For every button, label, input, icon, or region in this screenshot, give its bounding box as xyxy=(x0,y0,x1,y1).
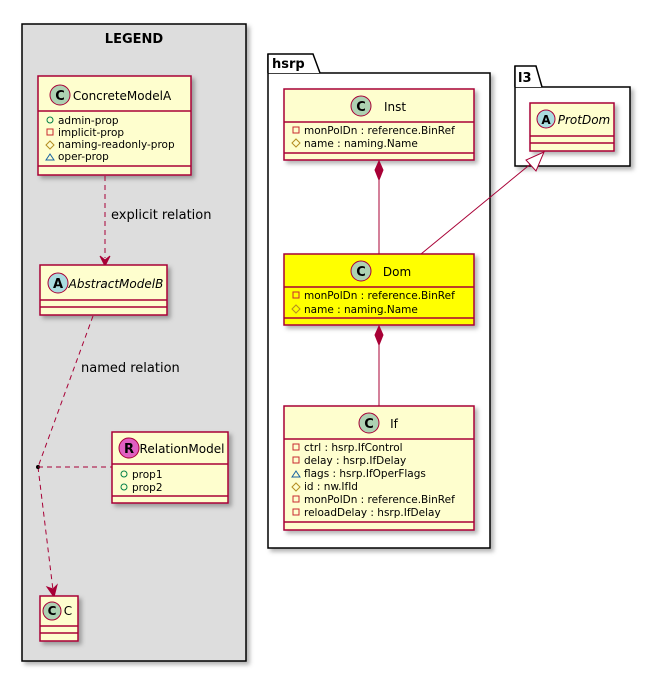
class-name: AbstractModelB xyxy=(68,277,164,291)
protected-visibility-icon xyxy=(291,304,301,314)
class-attribute: ctrl : hsrp.IfControl xyxy=(304,442,403,454)
class-badge-letter: C xyxy=(48,604,57,618)
explicit-relation-arrow: explicit relation xyxy=(99,176,211,268)
public-visibility-icon xyxy=(46,116,54,124)
named-relation-label: named relation xyxy=(81,361,180,376)
class-badge-c-icon xyxy=(49,84,71,106)
class-badge-r-icon xyxy=(118,437,140,459)
private-visibility-icon xyxy=(292,291,300,299)
class-inst[interactable]: C Inst monPolDn : reference.BinRef name … xyxy=(283,88,475,161)
public-visibility-icon xyxy=(120,470,128,478)
class-name: Inst xyxy=(384,100,406,114)
protected-visibility-icon xyxy=(291,482,301,492)
class-if[interactable]: C If ctrl : hsrp.IfControl delay : hsrp.… xyxy=(283,405,475,531)
composition-dom-if xyxy=(374,324,384,406)
private-visibility-icon xyxy=(292,126,300,134)
explicit-relation-label: explicit relation xyxy=(111,208,211,223)
class-badge-c-icon xyxy=(358,412,380,434)
package-visibility-icon xyxy=(291,470,301,478)
private-visibility-icon xyxy=(292,495,300,503)
named-relation-path: named relation xyxy=(36,315,180,599)
class-name: C xyxy=(64,604,72,618)
class-badge-c-icon xyxy=(42,601,62,621)
class-attribute: monPolDn : reference.BinRef xyxy=(304,125,455,137)
class-name: ProtDom xyxy=(558,113,611,127)
class-attribute: naming-readonly-prop xyxy=(58,139,175,151)
class-name: Dom xyxy=(383,265,411,279)
private-visibility-icon xyxy=(292,443,300,451)
class-abstract-model-b[interactable]: A AbstractModelB xyxy=(39,264,168,316)
class-attribute: prop1 xyxy=(132,469,163,481)
private-visibility-icon xyxy=(292,456,300,464)
class-attribute: prop2 xyxy=(132,482,163,494)
class-attribute: name : naming.Name xyxy=(304,138,418,150)
package-visibility-icon xyxy=(45,153,55,161)
class-attribute: admin-prop xyxy=(58,115,119,127)
class-c[interactable]: C C xyxy=(39,595,79,642)
protected-visibility-icon xyxy=(291,138,301,148)
class-attribute: implicit-prop xyxy=(58,127,124,139)
public-visibility-icon xyxy=(120,483,128,491)
composition-inst-dom xyxy=(374,159,384,254)
hsrp-package-title: hsrp xyxy=(272,57,305,72)
class-dom[interactable]: C Dom monPolDn : reference.BinRef name :… xyxy=(283,253,475,326)
legend-title: LEGEND xyxy=(105,32,164,47)
class-attribute: oper-prop xyxy=(58,151,109,163)
class-badge-letter: A xyxy=(541,113,551,127)
class-badge-letter: C xyxy=(55,89,65,104)
class-badge-letter: C xyxy=(356,265,366,280)
class-badge-a-icon xyxy=(536,109,556,129)
class-attribute: name : naming.Name xyxy=(304,304,418,316)
class-badge-letter: A xyxy=(53,277,63,292)
class-attribute: monPolDn : reference.BinRef xyxy=(304,290,455,302)
class-relation-model[interactable]: R RelationModel prop1 prop2 xyxy=(111,431,229,504)
l3-package-title: l3 xyxy=(518,71,532,86)
class-attribute: flags : hsrp.IfOperFlags xyxy=(304,468,426,480)
class-name: RelationModel xyxy=(140,442,225,456)
class-badge-letter: R xyxy=(124,442,134,457)
class-attribute: delay : hsrp.IfDelay xyxy=(304,455,406,467)
class-concrete-model-a[interactable]: C ConcreteModelA admin-prop implicit-pro… xyxy=(37,75,192,176)
class-attribute: monPolDn : reference.BinRef xyxy=(304,494,455,506)
class-badge-c-icon xyxy=(350,95,372,117)
class-badge-letter: C xyxy=(356,100,366,115)
class-name: ConcreteModelA xyxy=(73,89,172,103)
class-attribute: id : nw.IfId xyxy=(304,481,358,493)
class-attribute: reloadDelay : hsrp.IfDelay xyxy=(304,507,441,519)
class-protdom[interactable]: A ProtDom xyxy=(529,102,615,152)
class-badge-letter: C xyxy=(364,417,374,432)
protected-visibility-icon xyxy=(45,140,55,150)
class-badge-a-icon xyxy=(47,272,69,294)
private-visibility-icon xyxy=(46,128,54,136)
class-badge-c-icon xyxy=(350,260,372,282)
private-visibility-icon xyxy=(292,508,300,516)
generalization-dom-protdom xyxy=(420,151,545,255)
class-name: If xyxy=(390,417,399,431)
